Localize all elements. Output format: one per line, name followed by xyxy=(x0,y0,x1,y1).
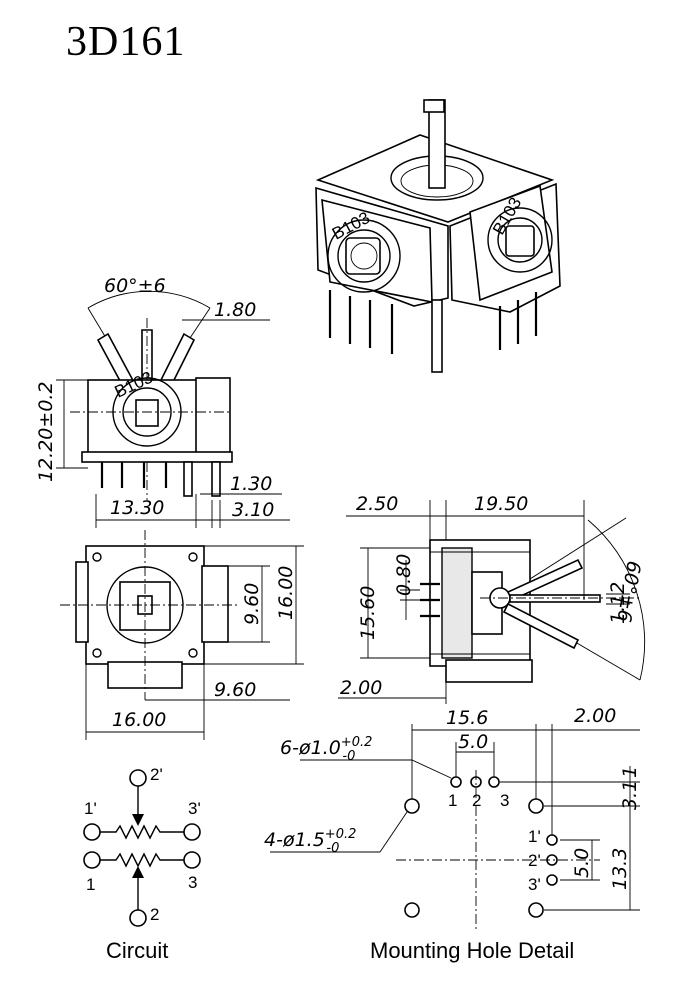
circuit-1-label: 1 xyxy=(86,875,95,894)
front-bottom-label: 2.00 xyxy=(340,677,382,699)
terminal-1p xyxy=(83,823,101,841)
mount-v1-label: 1 xyxy=(619,766,641,778)
circuit-3p-label: 3' xyxy=(188,799,201,818)
mount-right-label: 2.00 xyxy=(574,705,616,727)
front-small-label: 0.80 xyxy=(393,554,415,596)
isometric-view: B103 B103 xyxy=(315,99,561,373)
part-number-title: 3D161 xyxy=(66,19,186,65)
circuit-diagram: 2' 1' 3' 1 3 2 Circuit xyxy=(83,765,201,963)
mount-v133-label: 13.3 xyxy=(609,848,631,890)
top-height-label: 16.00 xyxy=(275,566,297,620)
side-view: 60°±6 1.80 B103 12.20±0.2 13.30 xyxy=(35,275,290,528)
front-height-label: 15.60 xyxy=(357,586,379,640)
circuit-caption: Circuit xyxy=(106,938,168,963)
pin-label-2p: 2' xyxy=(528,851,541,870)
mount-hole-tr xyxy=(528,798,544,814)
pin-label-3: 3 xyxy=(500,791,509,810)
pin-label-1: 1 xyxy=(448,791,457,810)
mount-v50-label: 5.0 xyxy=(571,848,593,878)
mounting-caption: Mounting Hole Detail xyxy=(370,938,574,963)
terminal-2 xyxy=(129,909,147,927)
hole-1 xyxy=(450,776,462,788)
circuit-3-label: 3 xyxy=(188,873,197,892)
circuit-2-label: 2 xyxy=(150,905,159,924)
side-pin-width-label: 1.30 xyxy=(230,473,272,495)
circuit-1p-label: 1' xyxy=(84,799,97,818)
mounting-hole-detail: 15.6 2.00 5.0 1 2 3 1' 2' 3' xyxy=(264,705,641,963)
pin-label-1p: 1' xyxy=(528,827,541,846)
mount-hole-br xyxy=(528,902,544,918)
mount-hole-tl xyxy=(404,798,420,814)
side-width-label: 13.30 xyxy=(110,497,164,519)
terminal-3 xyxy=(183,851,201,869)
pin-label-2: 2 xyxy=(472,791,481,810)
hole-1p xyxy=(546,834,558,846)
terminal-2p xyxy=(129,769,147,787)
side-angle-label: 60°±6 xyxy=(104,275,166,297)
terminal-3p xyxy=(183,823,201,841)
top-view: 16.00 9.60 16.00 9.60 xyxy=(60,530,304,740)
circuit-2p-label: 2' xyxy=(150,765,163,784)
front-shaft-label: 1.12 xyxy=(607,582,629,624)
mount-hole-bl xyxy=(404,902,420,918)
pin-label-3p: 3' xyxy=(528,875,541,894)
side-height-label: 12.20±0.2 xyxy=(35,381,57,482)
top-width-label: 16.00 xyxy=(112,709,166,731)
large-holes-note: 4-ø1.5+0.2-0 xyxy=(264,827,356,856)
side-offset-label: 3.10 xyxy=(232,499,274,521)
mount-span-label: 15.6 xyxy=(446,707,488,729)
mount-spacing-label: 5.0 xyxy=(458,731,488,753)
front-top-label: 19.50 xyxy=(474,493,528,515)
top-inner-label: 9.60 xyxy=(241,583,263,625)
front-view: 60°±6 2.50 19.50 15.60 0.80 1.12 xyxy=(338,493,645,704)
terminal-1 xyxy=(83,851,101,869)
side-lever-width-label: 1.80 xyxy=(214,299,256,321)
top-bottom-inner-label: 9.60 xyxy=(214,679,256,701)
small-holes-note: 6-ø1.0+0.2-0 xyxy=(280,735,372,764)
front-left-label: 2.50 xyxy=(356,493,398,515)
hole-3 xyxy=(488,776,500,788)
hole-3p xyxy=(546,874,558,886)
mount-v31-label: 3.1 xyxy=(619,780,641,810)
